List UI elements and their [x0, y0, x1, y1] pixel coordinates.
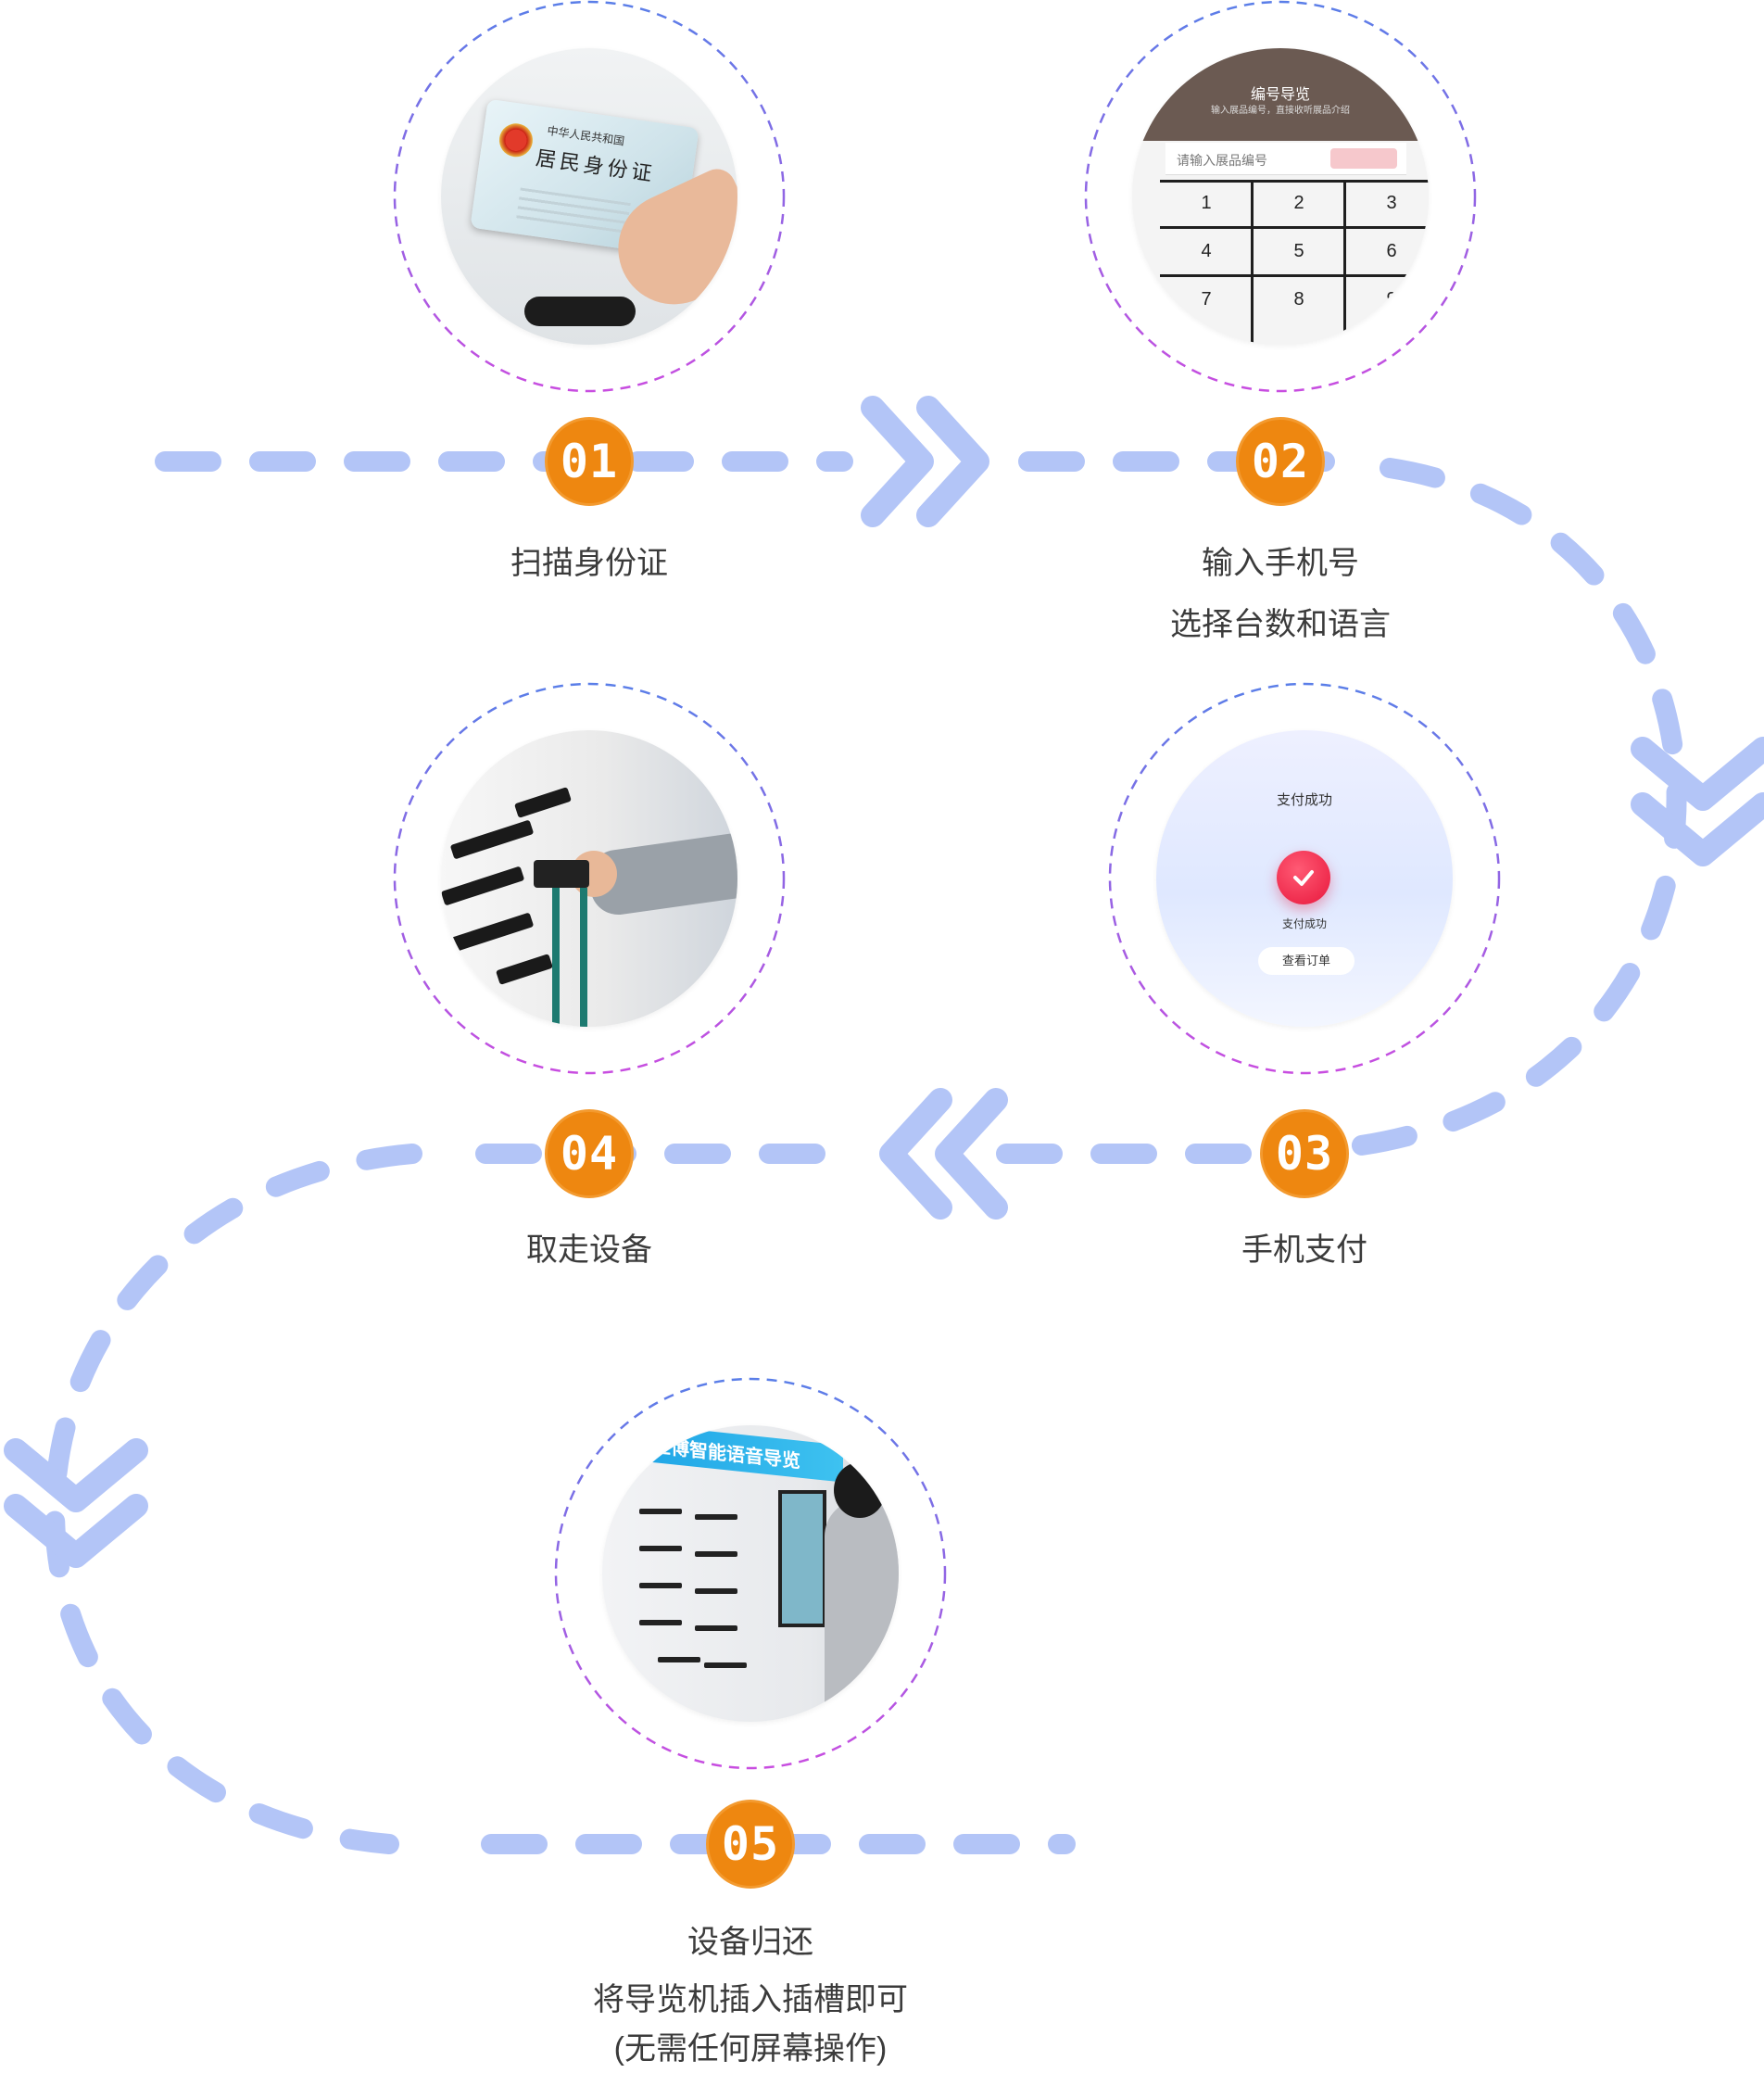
payment-status: 支付成功 [1281, 917, 1327, 930]
photo-ring-3 [1108, 682, 1501, 1075]
search-button [1330, 148, 1397, 169]
id-card-fields [516, 187, 631, 234]
keypad-key: 9 [1386, 288, 1397, 310]
person-head [834, 1462, 886, 1518]
national-emblem-icon [497, 120, 536, 159]
step-label-01: 扫描身份证 [265, 533, 914, 594]
keypad-header [1132, 48, 1429, 141]
keypad-title: 编号导览 [1250, 87, 1310, 103]
photo-take-device [441, 730, 737, 1027]
photo-ring-5 [554, 1377, 947, 1770]
step-label-04: 取走设备 [265, 1220, 914, 1281]
keypad-key: 2 [1293, 192, 1304, 213]
step-title: 扫描身份证 [510, 546, 668, 581]
step-badge-05: 05 [706, 1800, 795, 1889]
photo-input-number: 编号导览 输入展品编号，直接收听展品介绍 请输入展品编号 1 2 3 4 5 6… [1132, 48, 1429, 345]
person [825, 1499, 899, 1722]
step-detail: (无需任何屏幕操作) [613, 2031, 888, 2067]
id-card-title: 居民身份证 [534, 146, 657, 187]
step-detail: 将导览机插入插槽即可 [593, 1982, 908, 2017]
step-badge-03: 03 [1260, 1109, 1349, 1198]
step-title: 取走设备 [526, 1232, 652, 1268]
keypad-key: 4 [1201, 240, 1212, 261]
chevron-left-icon [879, 1088, 1008, 1220]
audio-guide-device [534, 860, 589, 888]
path-curve-right [1338, 458, 1687, 1157]
step-detail: 选择台数和语言 [1170, 607, 1391, 642]
chevron-down-icon [1631, 737, 1764, 866]
photo-mobile-payment: 支付成功 支付成功 查看订单 [1156, 730, 1453, 1027]
checkmark-icon [1277, 851, 1330, 904]
kiosk-screen [778, 1490, 826, 1627]
step-label-05: 设备归还 将导览机插入插槽即可 (无需任何屏幕操作) [426, 1914, 1075, 2069]
chevron-right-icon [861, 396, 989, 527]
payment-title: 支付成功 [1276, 792, 1332, 808]
keypad-key: 5 [1293, 240, 1304, 261]
photo-ring-4 [393, 682, 786, 1075]
step-badge-02: 02 [1236, 417, 1325, 506]
step-label-03: 手机支付 [980, 1220, 1629, 1281]
keypad-grid: 1 2 3 4 5 6 7 8 9 [1160, 180, 1429, 345]
step-title: 手机支付 [1241, 1232, 1367, 1268]
keypad-key: 7 [1201, 288, 1212, 310]
step-label-02: 输入手机号 选择台数和语言 [956, 533, 1605, 655]
step-badge-04: 04 [545, 1109, 634, 1198]
photo-return-device: 上博智能语音导览 [602, 1425, 899, 1722]
photo-ring-1 [393, 0, 786, 393]
keypad-key: 8 [1293, 288, 1304, 310]
chevron-down-icon [4, 1438, 148, 1568]
step-title: 设备归还 [687, 1925, 813, 1960]
step-badge-01: 01 [545, 417, 634, 506]
view-order-button: 查看订单 [1258, 947, 1354, 975]
step-title: 输入手机号 [1202, 546, 1359, 581]
path-curve-left [44, 1144, 422, 1854]
photo-ring-2 [1084, 0, 1477, 393]
keypad-key: 1 [1201, 192, 1212, 213]
photo-scan-id-card: 中华人民共和国 居民身份证 [441, 48, 737, 345]
keypad-key: 6 [1386, 240, 1397, 261]
card-reader-slot [524, 297, 636, 326]
keypad-key: 3 [1386, 192, 1397, 213]
exhibit-number-placeholder: 请输入展品编号 [1177, 153, 1267, 168]
exhibit-number-input: 请输入展品编号 [1166, 143, 1406, 175]
keypad-subtitle: 输入展品编号，直接收听展品介绍 [1211, 106, 1350, 116]
